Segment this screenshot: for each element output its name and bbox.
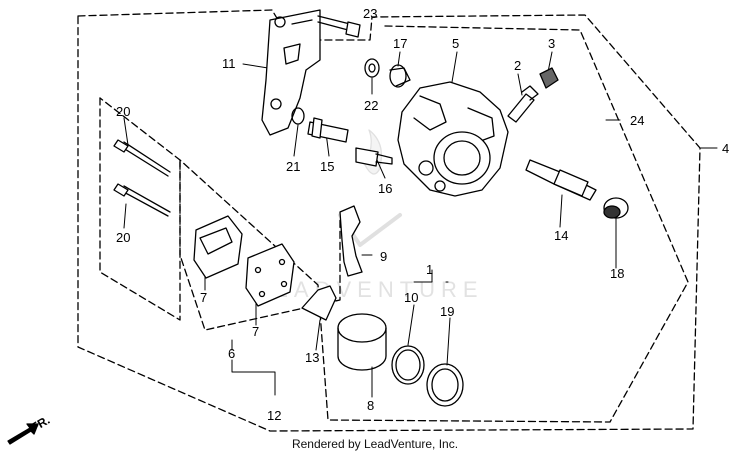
- pad-shim: [301, 285, 337, 321]
- callout-6: 6: [228, 346, 235, 361]
- washer-21: [291, 107, 305, 125]
- callout-3: 3: [548, 36, 555, 51]
- bleeder-cap: [539, 67, 559, 89]
- callout-8: 8: [367, 398, 374, 413]
- caliper-bracket: [261, 9, 321, 136]
- callout-7b: 7: [252, 324, 259, 339]
- callout-16: 16: [378, 181, 392, 196]
- pad-pin-upper: [113, 139, 171, 177]
- dust-seal: [426, 363, 464, 407]
- brake-pad-outer: [193, 215, 243, 279]
- callout-24: 24: [630, 113, 644, 128]
- callout-22: 22: [364, 98, 378, 113]
- piston: [337, 313, 387, 371]
- callout-12: 12: [267, 408, 281, 423]
- callout-9: 9: [380, 249, 387, 264]
- callout-20a: 20: [116, 104, 130, 119]
- slide-pin: [307, 117, 349, 143]
- front-direction-arrow: FR.: [7, 413, 52, 445]
- brake-pad-inner: [245, 243, 295, 307]
- callout-23: 23: [363, 6, 377, 21]
- leader-lines: [123, 51, 718, 398]
- callout-18: 18: [610, 266, 624, 281]
- piston-seal: [391, 345, 425, 385]
- footer-credit: Rendered by LeadVenture, Inc.: [291, 437, 459, 451]
- callout-17: 17: [393, 36, 407, 51]
- callout-1: 1: [426, 262, 433, 277]
- caliper-bolt: [355, 147, 393, 167]
- callout-19: 19: [440, 304, 454, 319]
- pin-group-boundary: [99, 97, 181, 321]
- callout-15: 15: [320, 159, 334, 174]
- callout-21: 21: [286, 159, 300, 174]
- callout-13: 13: [305, 350, 319, 365]
- caliper-body: [397, 81, 509, 197]
- bracket-bolt: [317, 15, 361, 38]
- bleeder-screw: [507, 85, 539, 123]
- inner-boundary: [99, 25, 689, 423]
- callout-20b: 20: [116, 230, 130, 245]
- pad-pin-lower: [113, 183, 171, 217]
- pin-boot: [389, 64, 411, 88]
- callout-10: 10: [404, 290, 418, 305]
- callout-11: 11: [222, 56, 236, 71]
- boot-18: [603, 197, 629, 219]
- callout-14: 14: [554, 228, 568, 243]
- caliper-pin-14: [525, 159, 597, 201]
- callout-7a: 7: [200, 290, 207, 305]
- washer-22: [364, 58, 380, 78]
- callouts: 1 2 3 4 5 6 7 7 8 9 10 11 12 13 14 15 16…: [116, 6, 729, 423]
- callout-4: 4: [722, 141, 729, 156]
- callout-5: 5: [452, 36, 459, 51]
- pad-spring: [339, 205, 363, 277]
- callout-2: 2: [514, 58, 521, 73]
- outer-boundary: [77, 9, 701, 432]
